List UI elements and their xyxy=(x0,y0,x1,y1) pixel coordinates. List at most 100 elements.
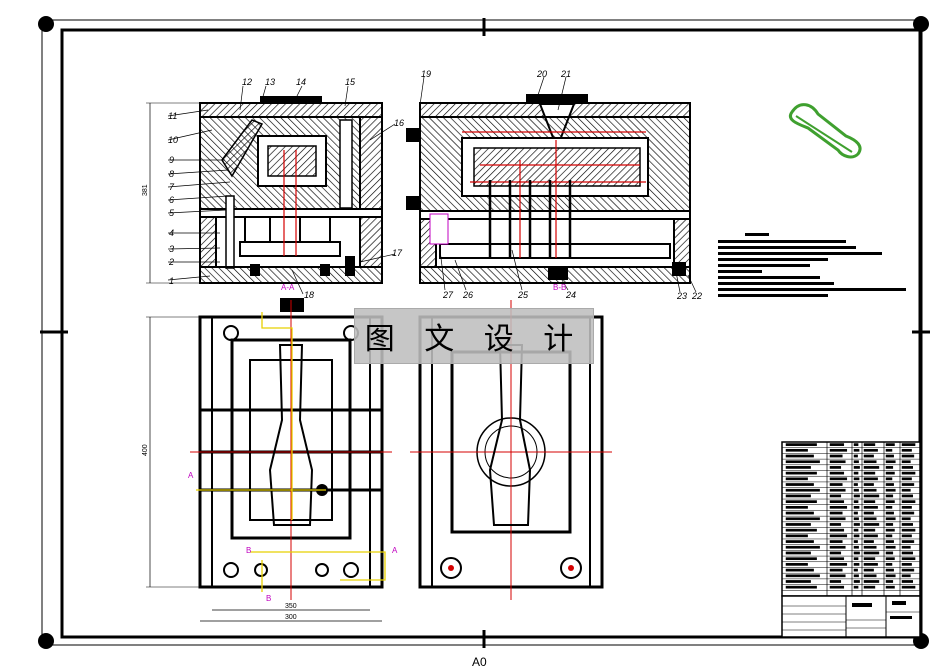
part-isometric xyxy=(789,103,862,159)
parts-list-cell-text xyxy=(785,505,808,509)
parts-list-cell-text xyxy=(785,551,811,555)
parts-list-cell-text xyxy=(853,585,859,589)
parts-list-cell-text xyxy=(853,551,860,555)
parts-list-cell-text xyxy=(863,477,878,481)
parts-list-cell-text xyxy=(885,460,896,464)
svg-text:400: 400 xyxy=(142,444,149,456)
parts-list-cell-text xyxy=(785,471,817,475)
svg-text:25: 25 xyxy=(517,290,529,300)
parts-list-cell-text xyxy=(785,580,811,583)
svg-text:27: 27 xyxy=(442,290,454,300)
parts-list-cell-text xyxy=(829,540,843,543)
svg-text:20: 20 xyxy=(536,69,547,79)
svg-text:26: 26 xyxy=(462,290,473,300)
parts-list-cell-text xyxy=(785,483,814,486)
parts-list-cell-text xyxy=(853,505,860,509)
parts-list-cell-text xyxy=(829,545,846,549)
sheet-size-label: A0 xyxy=(472,655,487,669)
technical-notes xyxy=(718,233,906,297)
parts-list-cell-text xyxy=(885,568,894,572)
parts-list-cell-text xyxy=(863,500,876,503)
parts-list-cell-text xyxy=(885,477,893,481)
parts-list-cell-text xyxy=(785,568,814,572)
parts-list-cell-text xyxy=(829,557,845,561)
parts-list-cell-text xyxy=(829,563,848,566)
parts-list-cell-text xyxy=(785,494,811,498)
parts-list-cell-text xyxy=(829,551,842,555)
parts-list-cell-text xyxy=(863,448,878,452)
parts-list-cell-text xyxy=(901,500,916,503)
parts-list-cell-text xyxy=(901,443,916,446)
dimension-front-height: 381 xyxy=(142,102,200,284)
parts-list-cell-text xyxy=(863,488,877,492)
svg-text:7: 7 xyxy=(169,182,175,192)
parts-list-cell-text xyxy=(853,448,860,452)
parts-list-cell-text xyxy=(785,563,808,566)
parts-list-cell-text xyxy=(885,511,894,515)
svg-text:23: 23 xyxy=(676,291,687,301)
parts-list-cell-text xyxy=(885,500,895,503)
parts-list-cell-text xyxy=(853,557,859,561)
parts-list-cell-text xyxy=(885,534,893,538)
parts-list-cell-text xyxy=(853,471,859,475)
parts-list-cell-text xyxy=(785,545,820,549)
parts-list-cell-text xyxy=(863,528,876,532)
leaders-right xyxy=(419,76,697,293)
parts-list-cell-text xyxy=(853,483,858,486)
parts-list-cell-text xyxy=(885,523,894,526)
corner-mark-tl xyxy=(38,16,54,32)
parts-list-cell-text xyxy=(863,460,877,464)
parts-list-cell-text xyxy=(785,523,811,526)
parts-list-cell-text xyxy=(829,483,843,486)
dimension-plan: 400 350 300 xyxy=(142,316,382,622)
parts-list-cell-text xyxy=(853,568,858,572)
parts-list-cell-text xyxy=(863,511,874,515)
parts-list-cell-text xyxy=(885,466,894,469)
parts-list-cell-text xyxy=(853,545,859,549)
parts-list-cell-text xyxy=(901,580,913,583)
svg-text:21: 21 xyxy=(560,69,571,79)
parts-list-cell-text xyxy=(853,540,858,543)
parts-list-cell-text xyxy=(885,580,894,583)
parts-list-cell-text xyxy=(901,523,913,526)
parts-list-cell-text xyxy=(785,585,817,589)
parts-list-cell-text xyxy=(901,505,912,509)
parts-list-cell-text xyxy=(901,528,916,532)
svg-text:A: A xyxy=(392,546,398,555)
title-block xyxy=(781,595,921,638)
svg-text:12: 12 xyxy=(242,77,252,87)
front-section-view-left xyxy=(199,96,383,312)
parts-list-cell-text xyxy=(901,517,911,521)
parts-list-cell-text xyxy=(863,568,874,572)
parts-list-cell-text xyxy=(785,500,817,503)
parts-list-cell-text xyxy=(885,540,894,543)
parts-list-cell-text xyxy=(853,517,859,521)
parts-list-cell-text xyxy=(785,557,817,561)
svg-text:17: 17 xyxy=(392,248,403,258)
parts-list-cell-text xyxy=(785,477,808,481)
parts-list-cell-text xyxy=(829,466,842,469)
parts-list-cell-text xyxy=(885,448,893,452)
parts-list-cell-text xyxy=(829,494,842,498)
svg-text:3: 3 xyxy=(169,244,174,254)
parts-list-cell-text xyxy=(885,494,894,498)
parts-list-cell-text xyxy=(901,511,915,515)
parts-list-cell-text xyxy=(829,574,846,578)
svg-text:300: 300 xyxy=(285,614,297,621)
parts-list-cell-text xyxy=(829,500,845,503)
parts-list-cell-text xyxy=(863,563,878,566)
section-marker-aa: A-A xyxy=(281,283,295,292)
parts-list-cell-text xyxy=(863,443,876,446)
parts-list-cell-text xyxy=(853,563,860,566)
parts-list-cell-text xyxy=(853,574,859,578)
parts-list-cell-text xyxy=(901,471,916,475)
parts-list-cell-text xyxy=(863,523,880,526)
parts-list-cell-text xyxy=(829,488,846,492)
svg-text:1: 1 xyxy=(169,276,174,286)
parts-list-cell-text xyxy=(885,488,896,492)
svg-text:9: 9 xyxy=(169,155,174,165)
parts-list-cell-text xyxy=(885,551,894,555)
parts-list-cell-text xyxy=(885,545,896,549)
svg-text:14: 14 xyxy=(296,77,306,87)
parts-list-cell-text xyxy=(885,528,895,532)
